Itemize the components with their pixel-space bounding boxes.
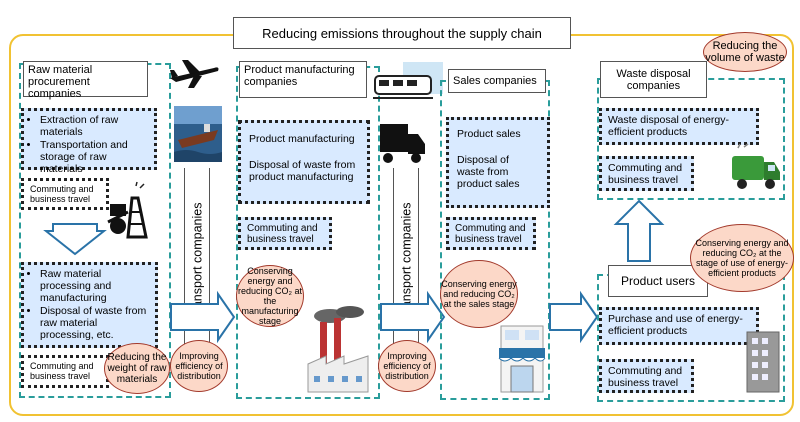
- ship-icon: [174, 106, 222, 162]
- manufacturing-header: Product manufacturing companies: [239, 61, 367, 98]
- raw-processing-box: Raw material processing and manufacturin…: [21, 262, 158, 348]
- waste-commute-box: Commuting and business travel: [599, 156, 694, 191]
- purchase-use-box: Purchase and use of energy-efficient pro…: [599, 307, 759, 345]
- manufacturing-energy-oval: Conserving energy and reducing CO₂ at th…: [236, 265, 304, 327]
- factory-icon: [307, 306, 369, 393]
- raw-extraction-item: Extraction of raw materials: [40, 114, 148, 138]
- transport-companies-label-2: Transport companies: [393, 168, 419, 353]
- manufacturing-item: Product manufacturing: [249, 133, 355, 145]
- up-arrow-icon: [613, 199, 665, 262]
- raw-transport-item: Transportation and storage of raw materi…: [40, 139, 148, 175]
- down-arrow-icon: [43, 223, 107, 256]
- improving-distribution-oval-1: Improving efficiency of distribution: [170, 340, 228, 392]
- store-icon: [498, 325, 546, 393]
- sales-box: Product sales Disposal of waste from pro…: [446, 117, 550, 208]
- manufacturing-box: Product manufacturing Disposal of waste …: [238, 120, 370, 204]
- diagram-title: Reducing emissions throughout the supply…: [233, 17, 571, 49]
- right-arrow-3: [549, 290, 599, 344]
- sales-energy-oval: Conserving energy and reducing CO₂ at th…: [440, 260, 518, 328]
- sales-item: Product sales: [457, 128, 521, 140]
- airplane-icon: [170, 60, 219, 88]
- right-arrow-2: [380, 290, 446, 344]
- sales-header: Sales companies: [448, 69, 546, 93]
- transport-companies-label-1: Transport companies: [184, 168, 210, 353]
- use-stage-energy-oval: Conserving energy and reducing CO₂ at th…: [690, 224, 794, 292]
- reducing-waste-oval: Reducing the volume of waste: [703, 32, 787, 72]
- raw-material-header: Raw material procurement companies: [23, 61, 148, 100]
- waste-disposal-box: Waste disposal of energy-efficient produ…: [599, 108, 759, 145]
- waste-disposal-header: Waste disposal companies: [600, 61, 707, 98]
- oil-derrick-icon: [107, 181, 148, 239]
- sales-waste-item: Disposal of waste from product sales: [457, 154, 520, 190]
- reducing-weight-oval: Reducing the weight of raw materials: [104, 343, 170, 394]
- raw-commute-box-1: Commuting and business travel: [21, 178, 109, 210]
- raw-extraction-box: Extraction of raw materials Transportati…: [21, 108, 157, 175]
- manufacturing-commute-box: Commuting and business travel: [238, 217, 332, 250]
- train-icon: [373, 62, 443, 99]
- improving-distribution-oval-2: Improving efficiency of distribution: [378, 340, 436, 392]
- sales-commute-box: Commuting and business travel: [446, 217, 536, 250]
- users-commute-box: Commuting and business travel: [599, 359, 694, 393]
- garbage-truck-icon: [732, 143, 780, 189]
- raw-processing-item: Raw material processing and manufacturin…: [40, 268, 149, 304]
- raw-commute-box-2: Commuting and business travel: [21, 355, 109, 388]
- right-arrow-1: [170, 290, 236, 344]
- truck-icon: [380, 124, 425, 163]
- manufacturing-waste-item: Disposal of waste from product manufactu…: [249, 159, 356, 183]
- raw-waste-item: Disposal of waste from raw material proc…: [40, 305, 149, 341]
- office-building-icon: [746, 331, 780, 393]
